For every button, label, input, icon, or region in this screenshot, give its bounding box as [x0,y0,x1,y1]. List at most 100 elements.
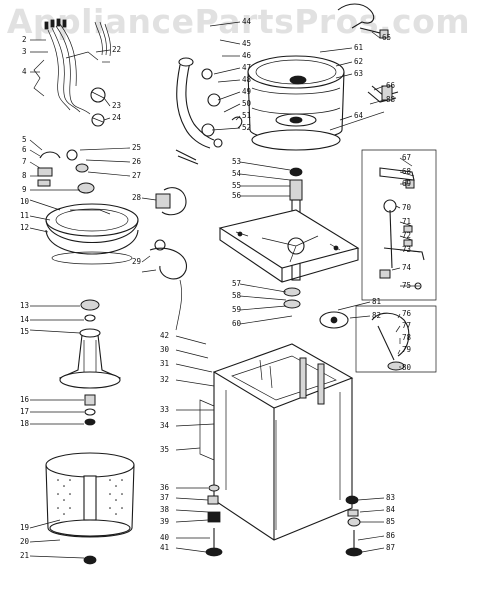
tub-ring-part [45,203,139,265]
callout-84: 84 [386,505,396,514]
callout-7: 7 [22,157,27,166]
callout-33: 33 [160,405,169,414]
callout-79: 79 [402,345,411,354]
callout-38: 38 [160,505,170,514]
agitator-part [59,299,121,426]
callout-14: 14 [20,315,30,324]
brake-arm-part [355,305,437,373]
callout-5: 5 [22,135,27,144]
callout-62: 62 [354,57,363,66]
callout-81: 81 [372,297,381,306]
leader-lines [29,21,421,559]
callout-68: 68 [402,167,412,176]
callout-69: 69 [402,179,411,188]
callout-58: 58 [232,291,242,300]
callout-76: 76 [402,309,412,318]
callout-36: 36 [160,483,170,492]
callout-24: 24 [112,113,122,122]
callout-88: 88 [386,95,396,104]
callout-70: 70 [402,203,412,212]
callout-82: 82 [372,311,381,320]
callout-39: 39 [160,517,169,526]
callout-9: 9 [22,185,27,194]
callout-54: 54 [232,169,242,178]
callout-75: 75 [402,281,411,290]
callout-56: 56 [232,191,242,200]
callout-50: 50 [242,99,252,108]
callout-16: 16 [20,395,30,404]
leveling-feet-right-part [345,495,363,557]
spring-part [337,3,389,39]
callout-11: 11 [20,211,29,220]
leveling-feet-left-part [205,484,223,557]
callout-19: 19 [20,523,29,532]
callout-12: 12 [20,223,29,232]
callout-72: 72 [402,231,411,240]
callout-67: 67 [402,153,411,162]
callout-22: 22 [112,45,121,54]
callout-52: 52 [242,123,251,132]
callout-20: 20 [20,537,30,546]
callout-labels: 2 3 4 5 6 7 8 9 10 11 12 13 14 15 16 17 … [20,17,412,560]
callout-6: 6 [22,145,27,154]
callout-78: 78 [402,333,412,342]
callout-18: 18 [20,419,30,428]
wash-basket-part [45,452,135,565]
callout-63: 63 [354,69,363,78]
callout-29: 29 [132,257,141,266]
callout-42: 42 [160,331,169,340]
callout-66: 66 [386,81,396,90]
callout-65: 65 [382,33,391,42]
callout-74: 74 [402,263,412,272]
callout-2: 2 [22,35,27,44]
callout-3: 3 [22,47,27,56]
callout-30: 30 [160,345,170,354]
callout-27: 27 [132,171,141,180]
cabinet-part [199,343,354,541]
callout-15: 15 [20,327,29,336]
callout-44: 44 [242,17,252,26]
callout-41: 41 [160,543,169,552]
callout-60: 60 [232,319,242,328]
callout-32: 32 [160,375,169,384]
callout-28: 28 [132,193,142,202]
callout-59: 59 [232,305,241,314]
callout-77: 77 [402,321,411,330]
callout-46: 46 [242,51,252,60]
callout-25: 25 [132,143,141,152]
callout-55: 55 [232,181,241,190]
callout-4: 4 [22,67,27,76]
callout-71: 71 [402,217,411,226]
callout-47: 47 [242,63,251,72]
callout-21: 21 [20,551,29,560]
callout-40: 40 [160,533,170,542]
callout-64: 64 [354,111,364,120]
callout-80: 80 [402,363,412,372]
callout-87: 87 [386,543,395,552]
callout-85: 85 [386,517,395,526]
callout-23: 23 [112,101,121,110]
small-fittings-part [37,149,95,194]
drain-hose-part [175,57,243,165]
callout-51: 51 [242,111,251,120]
callout-86: 86 [386,531,396,540]
callout-17: 17 [20,407,29,416]
outer-tub-part [247,55,345,151]
callout-26: 26 [132,157,142,166]
callout-37: 37 [160,493,169,502]
callout-61: 61 [354,43,363,52]
callout-34: 34 [160,421,170,430]
callout-31: 31 [160,359,169,368]
callout-53: 53 [232,157,241,166]
pump-motor-part [149,187,187,331]
suspension-linkage-part [361,149,437,301]
wire-harness-part [33,18,111,127]
callout-83: 83 [386,493,395,502]
callout-45: 45 [242,39,251,48]
callout-13: 13 [20,301,29,310]
callout-10: 10 [20,197,30,206]
callout-8: 8 [22,171,27,180]
callout-73: 73 [402,245,411,254]
callout-48: 48 [242,75,252,84]
